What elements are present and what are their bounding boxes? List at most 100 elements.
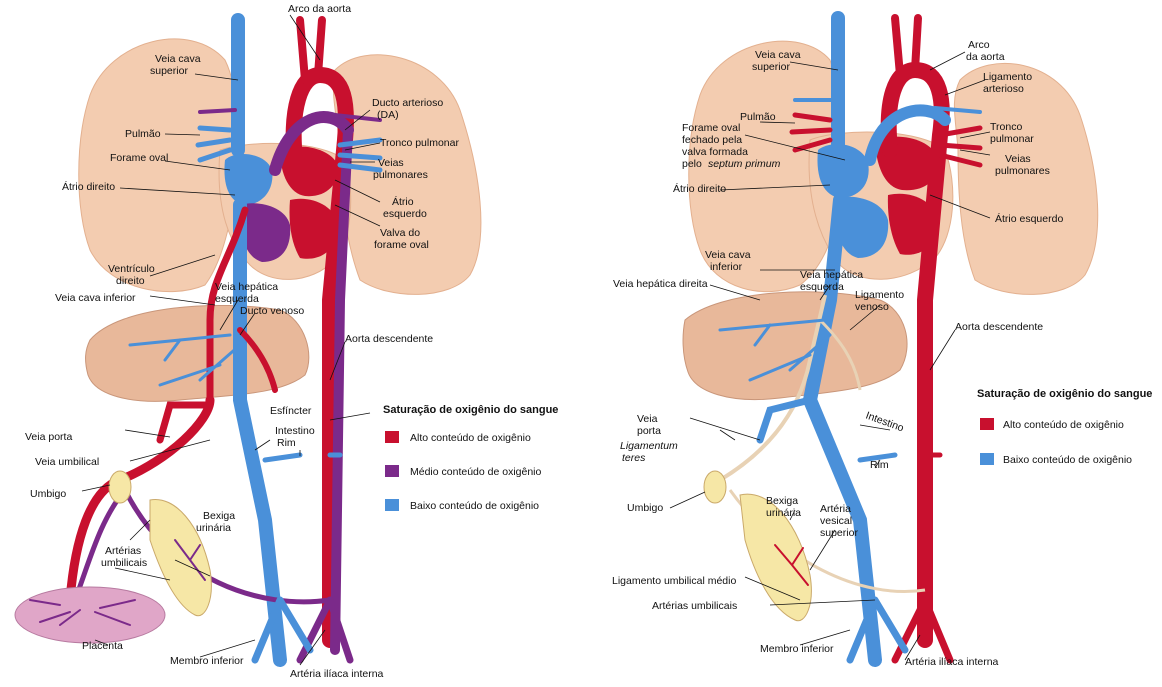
right-panel-ligamentum-venoso <box>818 318 862 391</box>
r-label-arteria-iliaca: Artéria ilíaca interna <box>905 656 999 668</box>
label-esfincter: Esfíncter <box>270 405 312 417</box>
ductus-arteriosus <box>330 125 353 655</box>
umbilical-arteries <box>72 485 333 605</box>
right-pulmonary-vessels <box>337 137 383 173</box>
r-label-septum-primum: septum primum <box>708 158 781 170</box>
legend-title-left: Saturação de oxigênio do sangue <box>383 404 558 416</box>
r-legend-label-low: Baixo conteúdo de oxigênio <box>1003 454 1132 466</box>
r-label-arteria-vesical-3: superior <box>820 527 858 539</box>
label-arterias-umbilicais: Artérias <box>105 545 141 557</box>
r-label-ligamentum-teres-2: teres <box>622 452 646 464</box>
right-panel-right-pulmonary <box>937 125 983 168</box>
right-panel-bladder <box>739 493 812 622</box>
label-ventriculo-direito-2: direito <box>116 275 145 287</box>
left-pulmonary-vessels <box>195 125 233 163</box>
r-label-atrio-esquerdo: Átrio esquerdo <box>995 212 1063 225</box>
label-rim: Rim <box>277 437 296 449</box>
arch-branch-1 <box>296 16 309 84</box>
label-forame-oval: Forame oval <box>110 152 168 164</box>
right-panel-iliac-arteries <box>891 596 954 664</box>
r-legend-swatch-high <box>980 418 994 430</box>
label-bexiga: Bexiga <box>203 510 235 522</box>
r-label-arterias-umbilicais: Artérias umbilicais <box>652 600 737 612</box>
fetal-labels: Arco da aorta Veia cava superior Ducto a… <box>25 3 459 680</box>
right-panel-hepatic-veins <box>718 318 832 382</box>
r-label-ligamento-arterioso: Ligamento <box>983 71 1032 83</box>
right-panel-umbilicus <box>703 470 727 504</box>
right-panel-left-pulmonary <box>789 112 833 153</box>
right-panel-left-lung <box>688 40 844 292</box>
label-veia-cava-superior-2: superior <box>150 65 188 77</box>
leader-lines-left <box>81 14 381 666</box>
right-panel-bladder-vessels <box>774 544 809 586</box>
r-label-membro-inferior: Membro inferior <box>760 643 834 655</box>
label-arterias-umbilicais-2: umbilicais <box>101 557 147 569</box>
right-panel-liver <box>682 291 908 401</box>
r-label-veias-pulmonares: Veias <box>1005 153 1031 165</box>
r-label-arco-aorta: Arco <box>968 39 990 51</box>
r-label-veia-hepatica-esq-2: esquerda <box>800 281 844 293</box>
fetal-circulation-panel <box>14 13 482 667</box>
r-label-ligamento-venoso-2: venoso <box>855 301 889 313</box>
hepatic-veins <box>128 333 242 387</box>
r-legend-label-high: Alto conteúdo de oxigênio <box>1003 419 1124 431</box>
leader-lines-right <box>669 51 991 661</box>
r-label-veia-hepatica-dir: Veia hepática direita <box>613 278 708 290</box>
r-label-veia-cava-superior: Veia cava <box>755 49 801 61</box>
right-panel-ligamentum-teres <box>718 294 827 482</box>
left-ventricle <box>289 198 338 259</box>
legend-label-medium: Médio conteúdo de oxigênio <box>410 466 542 478</box>
label-veia-hepatica: Veia hepática <box>215 281 278 293</box>
label-tronco-pulmonar: Tronco pulmonar <box>380 137 459 149</box>
label-valva-forame-2: forame oval <box>374 239 429 251</box>
r-label-ligamento-umbilical: Ligamento umbilical médio <box>612 575 736 587</box>
r-label-arteria-vesical: Artéria <box>820 503 851 515</box>
label-veia-porta: Veia porta <box>25 431 72 443</box>
r-label-pulmao: Pulmão <box>740 111 776 123</box>
renal-vessels <box>262 452 343 463</box>
label-veia-cava-superior: Veia cava <box>155 53 201 65</box>
label-aorta-descendente: Aorta descendente <box>345 333 433 345</box>
legend-label-high: Alto conteúdo de oxigênio <box>410 432 531 444</box>
urinary-bladder <box>149 498 212 617</box>
r-label-tronco-pulmonar: Tronco <box>990 121 1022 133</box>
right-panel-arch-branch-2 <box>911 14 922 74</box>
r-label-veias-pulmonares-2: pulmonares <box>995 165 1050 177</box>
label-atrio-esquerdo: Átrio <box>392 195 414 208</box>
right-panel-pulmonary-arteries <box>793 98 982 114</box>
label-veia-cava-inferior: Veia cava inferior <box>55 292 136 304</box>
r-label-veia-cava-inferior: Veia cava <box>705 249 751 261</box>
r-legend-swatch-low <box>980 453 994 465</box>
legend-swatch-medium <box>385 465 399 477</box>
label-veias-pulmonares-2: pulmonares <box>373 169 428 181</box>
ivc-oxygenated-stream <box>206 206 249 404</box>
label-arco-aorta: Arco da aorta <box>288 3 351 15</box>
r-label-forame-oval: Forame oval <box>682 122 740 134</box>
postnatal-legend: Saturação de oxigênio do sangue Alto con… <box>977 388 1152 466</box>
right-panel-right-lung <box>953 62 1099 295</box>
r-label-veia-porta: Veia <box>637 413 658 425</box>
label-bexiga-2: urinária <box>196 522 231 534</box>
umbilicus <box>108 470 132 504</box>
r-label-bexiga: Bexiga <box>766 495 798 507</box>
label-umbigo: Umbigo <box>30 488 66 500</box>
portal-connection <box>156 401 214 444</box>
label-intestino: Intestino <box>275 425 315 437</box>
label-ducto-arterioso: Ducto arterioso <box>372 97 443 109</box>
fetal-legend: Saturação de oxigênio do sangue Alto con… <box>383 404 558 512</box>
r-label-tronco-pulmonar-2: pulmonar <box>990 133 1034 145</box>
label-veia-hepatica-2: esquerda <box>215 293 259 305</box>
label-membro-inferior: Membro inferior <box>170 655 244 667</box>
r-label-forame-oval-3: valva formada <box>682 146 748 158</box>
r-label-forame-oval-2: fechado pela <box>682 134 742 146</box>
right-panel-right-atrium <box>817 144 869 198</box>
r-label-umbigo: Umbigo <box>627 502 663 514</box>
r-label-arteria-vesical-2: vesical <box>820 515 852 527</box>
arch-branch-2 <box>314 16 326 79</box>
r-label-bexiga-2: urinária <box>766 507 801 519</box>
label-pulmao: Pulmão <box>125 128 161 140</box>
right-panel-iliac-veins <box>846 596 909 664</box>
r-label-ligamento-arterioso-2: arterioso <box>983 83 1024 95</box>
